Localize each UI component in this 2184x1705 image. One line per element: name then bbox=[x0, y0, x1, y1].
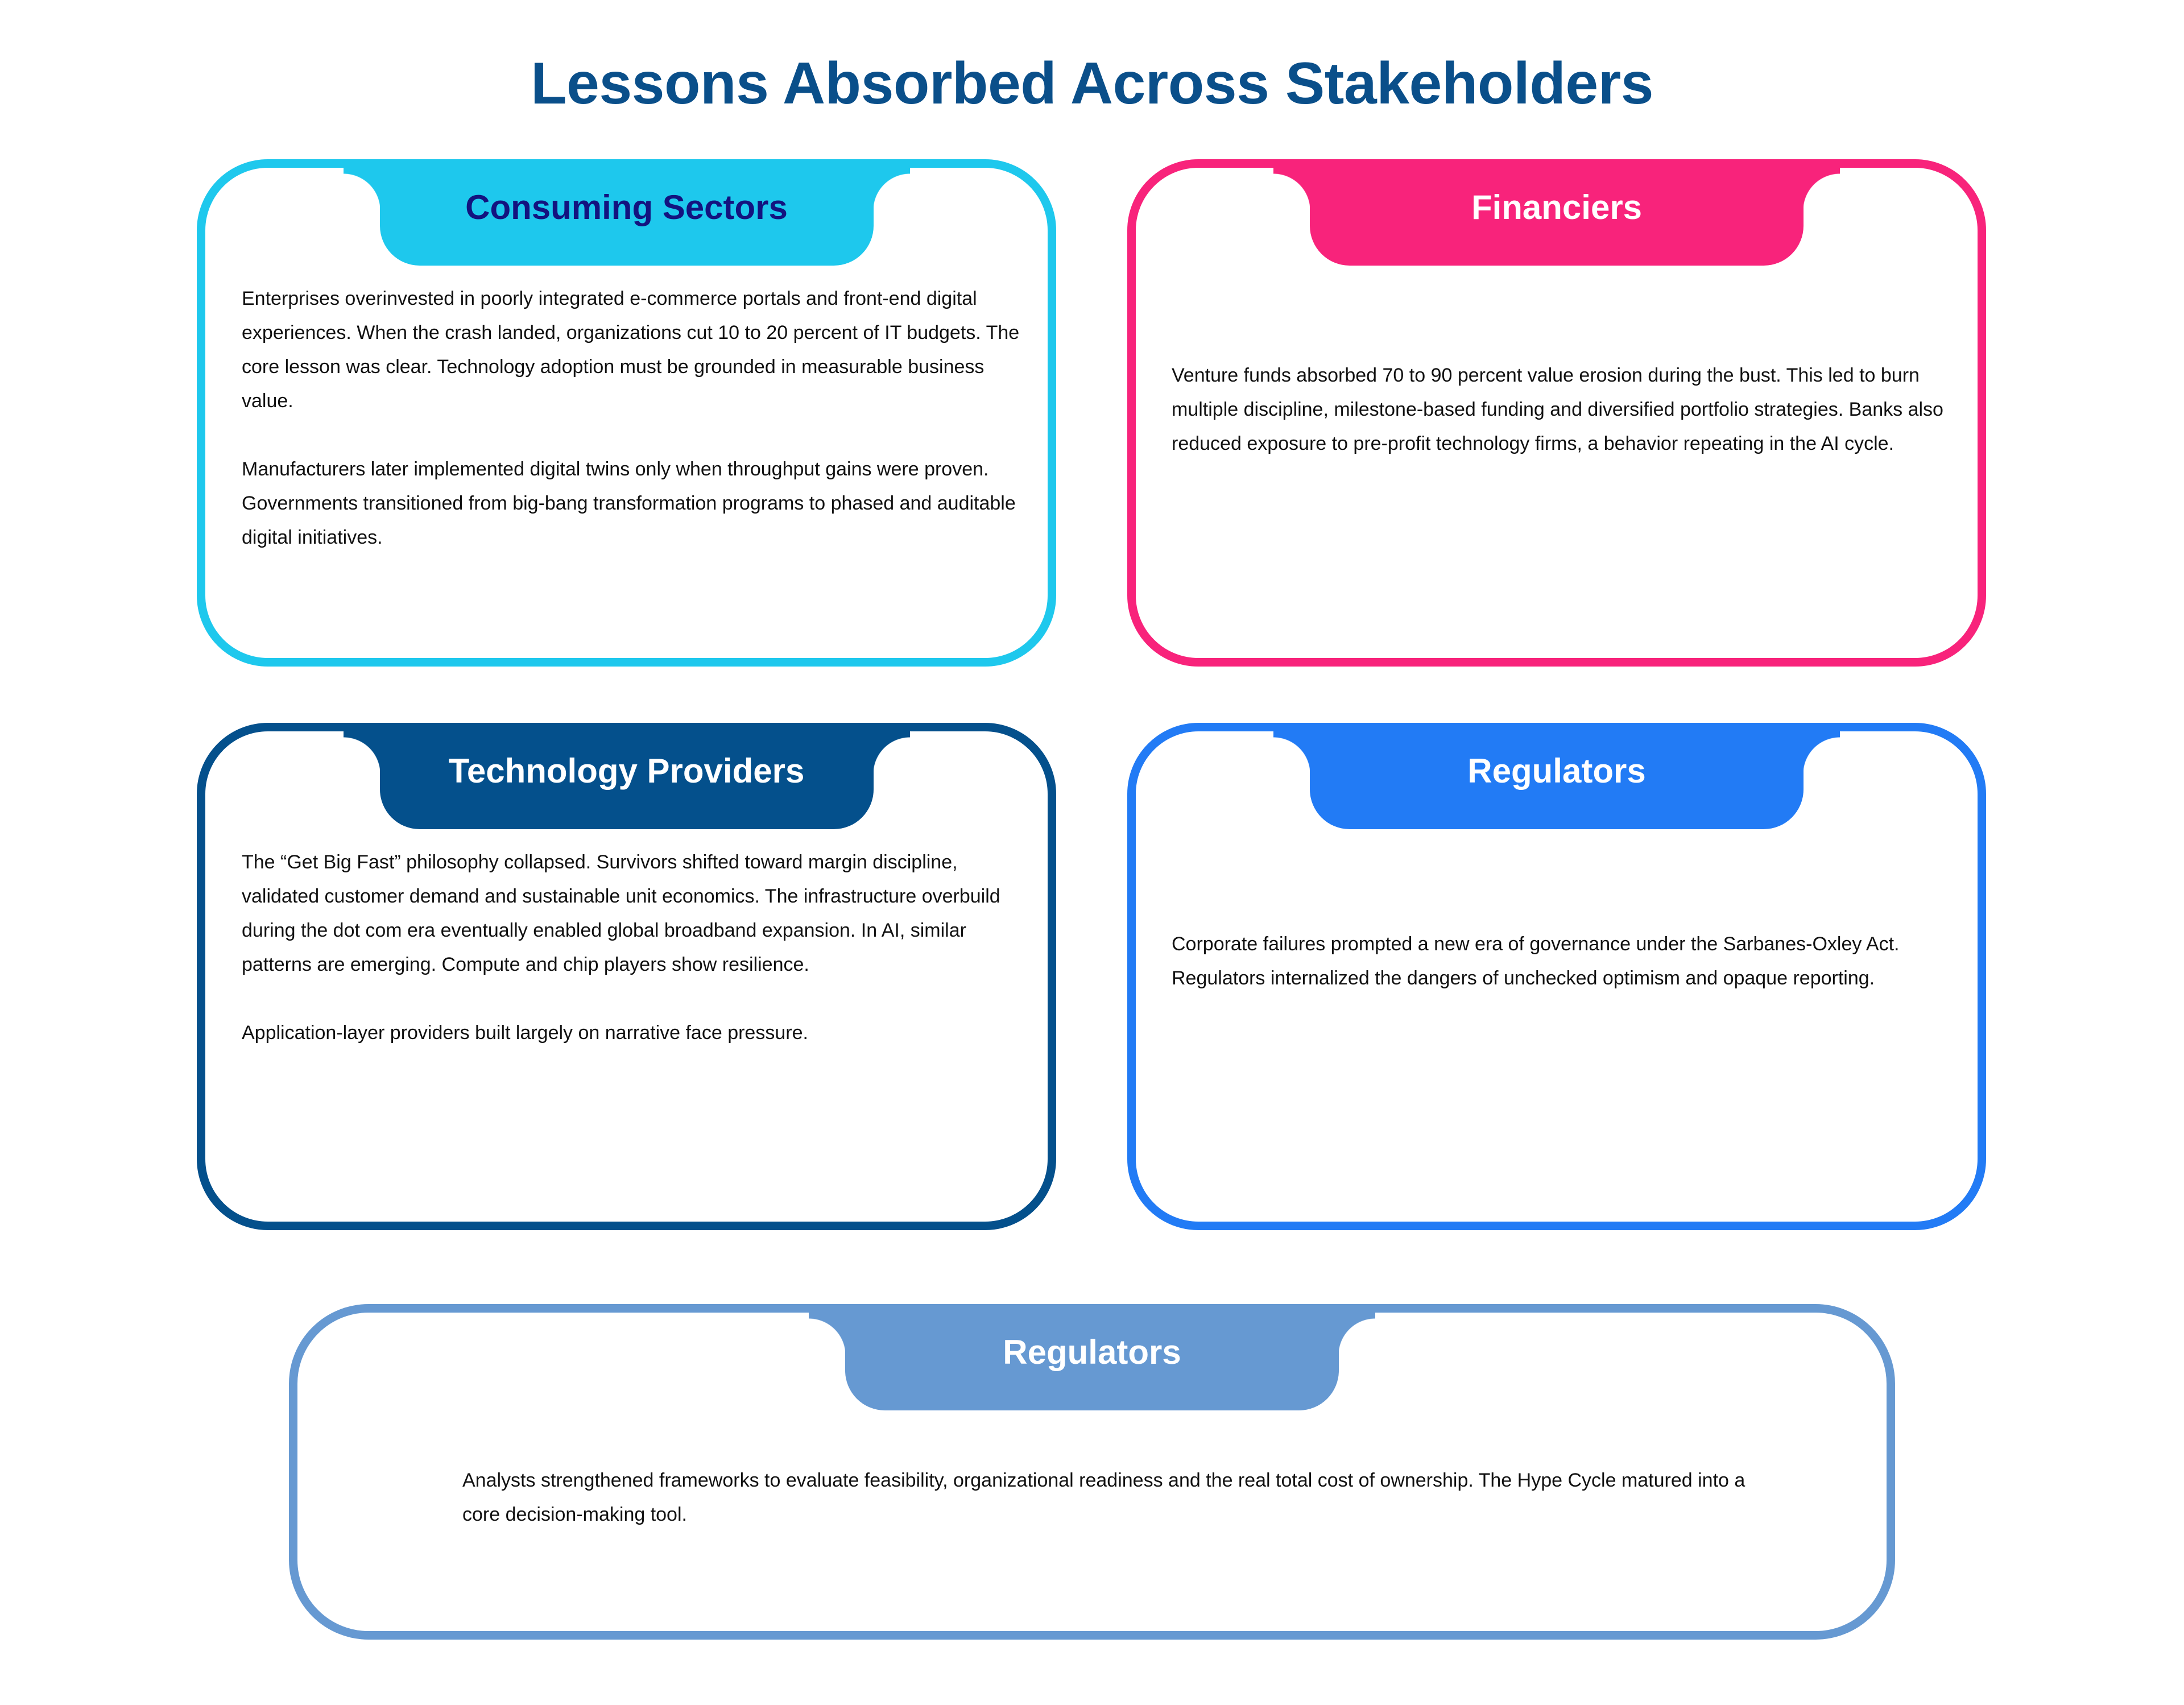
paragraph: Application-layer providers built largel… bbox=[242, 1022, 808, 1044]
card-body: Corporate failures prompted a new era of… bbox=[1172, 927, 1928, 995]
card-heading: Regulators bbox=[1467, 752, 1646, 790]
paragraph: Venture funds absorbed 70 to 90 percent … bbox=[1172, 365, 1943, 454]
card-body: Enterprises overinvested in poorly integ… bbox=[242, 282, 1027, 554]
paragraph: Enterprises overinvested in poorly integ… bbox=[242, 288, 1020, 412]
card-financiers: Financiers Venture funds absorbed 70 to … bbox=[1127, 159, 1986, 667]
card-heading: Technology Providers bbox=[448, 752, 805, 790]
card-heading: Financiers bbox=[1471, 188, 1643, 226]
card-body: Venture funds absorbed 70 to 90 percent … bbox=[1172, 358, 1962, 461]
card-consuming-sectors: Consuming Sectors Enterprises overinvest… bbox=[197, 159, 1056, 667]
paragraph: Analysts strengthened frameworks to eval… bbox=[462, 1470, 1745, 1525]
card-heading-tab: Regulators bbox=[1273, 723, 1840, 829]
paragraph: The “Get Big Fast” philosophy collapsed.… bbox=[242, 851, 1000, 975]
card-technology-providers: Technology Providers The “Get Big Fast” … bbox=[197, 723, 1056, 1230]
card-heading: Regulators bbox=[1003, 1333, 1181, 1371]
paragraph: Corporate failures prompted a new era of… bbox=[1172, 933, 1900, 989]
card-heading-tab: Financiers bbox=[1273, 159, 1840, 266]
card-heading-tab: Technology Providers bbox=[343, 723, 910, 829]
paragraph: Manufacturers later implemented digital … bbox=[242, 458, 1016, 548]
card-analysts: Regulators Analysts strengthened framewo… bbox=[289, 1304, 1895, 1640]
page-title: Lessons Absorbed Across Stakeholders bbox=[530, 51, 1654, 117]
card-heading-tab: Regulators bbox=[809, 1304, 1375, 1410]
card-heading-tab: Consuming Sectors bbox=[343, 159, 910, 266]
card-heading: Consuming Sectors bbox=[465, 188, 788, 226]
card-body: The “Get Big Fast” philosophy collapsed.… bbox=[242, 845, 1038, 1050]
card-body: Analysts strengthened frameworks to eval… bbox=[462, 1463, 1748, 1532]
card-regulators: Regulators Corporate failures prompted a… bbox=[1127, 723, 1986, 1230]
